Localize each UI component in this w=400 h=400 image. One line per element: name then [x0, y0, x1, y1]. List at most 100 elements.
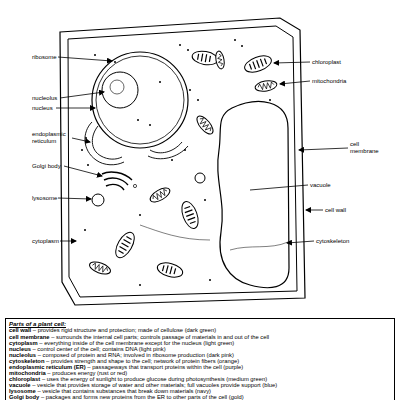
er-membrane [150, 142, 182, 153]
key-entry: lysosome – vesicle that contains substan… [9, 388, 391, 394]
nuclear-pore [137, 119, 139, 121]
thylakoid-stack [197, 53, 210, 63]
ribosome-dot [179, 44, 181, 46]
key-box: Parts of a plant cell:cell wall – provid… [5, 318, 395, 400]
chloroplast-shape [179, 199, 202, 230]
part-label: ribosome [32, 54, 57, 61]
er-membrane [85, 122, 124, 165]
mitochondrion-shape [254, 79, 277, 93]
nuclear-envelope-outer [92, 52, 188, 148]
ribosome-dot [189, 89, 191, 91]
key-entry: cell wall – provides rigid structure and… [9, 327, 391, 333]
key-description: – passageways that transport proteins wi… [87, 364, 243, 370]
part-label: cell wall [325, 207, 346, 214]
nucleolus-shape [102, 72, 138, 108]
lysosome-shape [195, 173, 205, 183]
golgi-vesicle [133, 184, 136, 187]
chloroplast-envelope [179, 199, 202, 230]
key-description: – control center of the cell; contains D… [33, 346, 166, 352]
ribosome-dot [171, 159, 173, 161]
part-label: endoplasmic reticulum [32, 131, 72, 145]
leader-line [287, 241, 314, 243]
cell-membrane [68, 26, 297, 297]
key-term: nucleus [9, 346, 31, 352]
key-entry: vacuole – vesicle that provides storage … [9, 382, 391, 388]
cytoskeleton-fiber [140, 225, 210, 240]
mitochondrion-shape [214, 50, 225, 69]
key-entry: mitochondria – produces energy (rust or … [9, 370, 391, 376]
chloroplast-shape [112, 229, 138, 260]
ribosome-dot [87, 164, 89, 166]
mitochondrion-shape [148, 185, 172, 205]
chloroplast-shape [156, 260, 184, 279]
mitochondrion-shape [88, 260, 112, 277]
part-label: nucleolus [32, 95, 57, 102]
cristae [91, 262, 108, 273]
ribosome-dot [187, 49, 189, 51]
chloroplast-envelope [156, 260, 184, 279]
part-label: lysosome [32, 195, 57, 202]
key-description: – surrounds the internal cell parts; con… [51, 334, 269, 340]
er-membrane [92, 126, 122, 159]
chloroplast-envelope [242, 53, 273, 76]
er-membrane [148, 146, 188, 159]
ribosome-dot [84, 229, 86, 231]
ribosome-dot [94, 54, 96, 56]
key-term: cytoplasm [9, 340, 38, 346]
nuclear-envelope-inner [96, 56, 184, 144]
chloroplast-shape [191, 49, 219, 66]
part-label: mitochondria [312, 78, 346, 85]
vacuole-shape [218, 102, 289, 288]
ribosome-dot [184, 149, 186, 151]
mitochondrion-membrane [214, 50, 225, 69]
thylakoid-stack [118, 236, 133, 254]
part-label: vacuole [310, 182, 331, 189]
key-term: endoplasmic reticulum (ER) [9, 364, 86, 370]
key-entry: cytoplasm – everything inside of the cel… [9, 340, 391, 346]
key-description: – provides rigid structure and protectio… [33, 327, 216, 333]
key-description: – vesicle that provides storage of water… [32, 382, 277, 388]
key-entry: cell membrane – surrounds the internal c… [9, 334, 391, 340]
mitochondrion-membrane [88, 260, 112, 277]
ribosome-dot [234, 39, 236, 41]
thylakoid-stack [162, 264, 176, 275]
part-label: nucleus [32, 105, 53, 112]
golgi-cisterna [106, 184, 124, 190]
part-label: chloroplast [312, 59, 341, 66]
key-entry: cytoskeleton – provides strength and sha… [9, 358, 391, 364]
mitochondrion-membrane [194, 113, 216, 136]
leader-lines [56, 57, 348, 243]
ribosome-dot [269, 99, 271, 101]
ribosome-dot [241, 45, 243, 47]
golgi-cisterna [104, 178, 128, 185]
leader-line [56, 108, 95, 109]
thylakoid-stack [249, 58, 267, 71]
key-term: chloroplast [9, 376, 40, 382]
ribosome-dot [81, 149, 83, 151]
leader-line [60, 241, 76, 242]
key-term: mitochondria [9, 370, 46, 376]
key-description: – uses the energy of sunlight to produce… [42, 376, 267, 382]
key-description: – vesicle that contains substances that … [37, 388, 211, 394]
cristae [198, 117, 213, 133]
cytoskeleton-fiber [230, 242, 288, 250]
key-term: Golgi body [9, 394, 39, 400]
leader-line [250, 185, 308, 190]
cristae [152, 188, 169, 201]
leader-line [58, 198, 91, 199]
leader-line [72, 138, 90, 142]
key-entry: nucleolus – composed of protein and RNA;… [9, 352, 391, 358]
nuclear-pore [159, 81, 161, 83]
key-entry: chloroplast – uses the energy of sunligh… [9, 376, 391, 382]
key-description: – everything inside of the cell membrane… [39, 340, 234, 346]
key-description: – packages and forms new proteins from t… [41, 394, 244, 400]
ribosome-dot [209, 279, 211, 281]
leader-line [58, 57, 112, 61]
key-entry: nucleus – control center of the cell; co… [9, 346, 391, 352]
key-description: – provides strength and shape to the cel… [46, 358, 239, 364]
key-description: – produces energy (rust or red) [47, 370, 127, 376]
key-entry: Golgi body – packages and forms new prot… [9, 394, 391, 400]
chloroplast-envelope [112, 229, 138, 260]
cristae [258, 82, 275, 91]
part-label: cytoskeleton [316, 238, 349, 245]
